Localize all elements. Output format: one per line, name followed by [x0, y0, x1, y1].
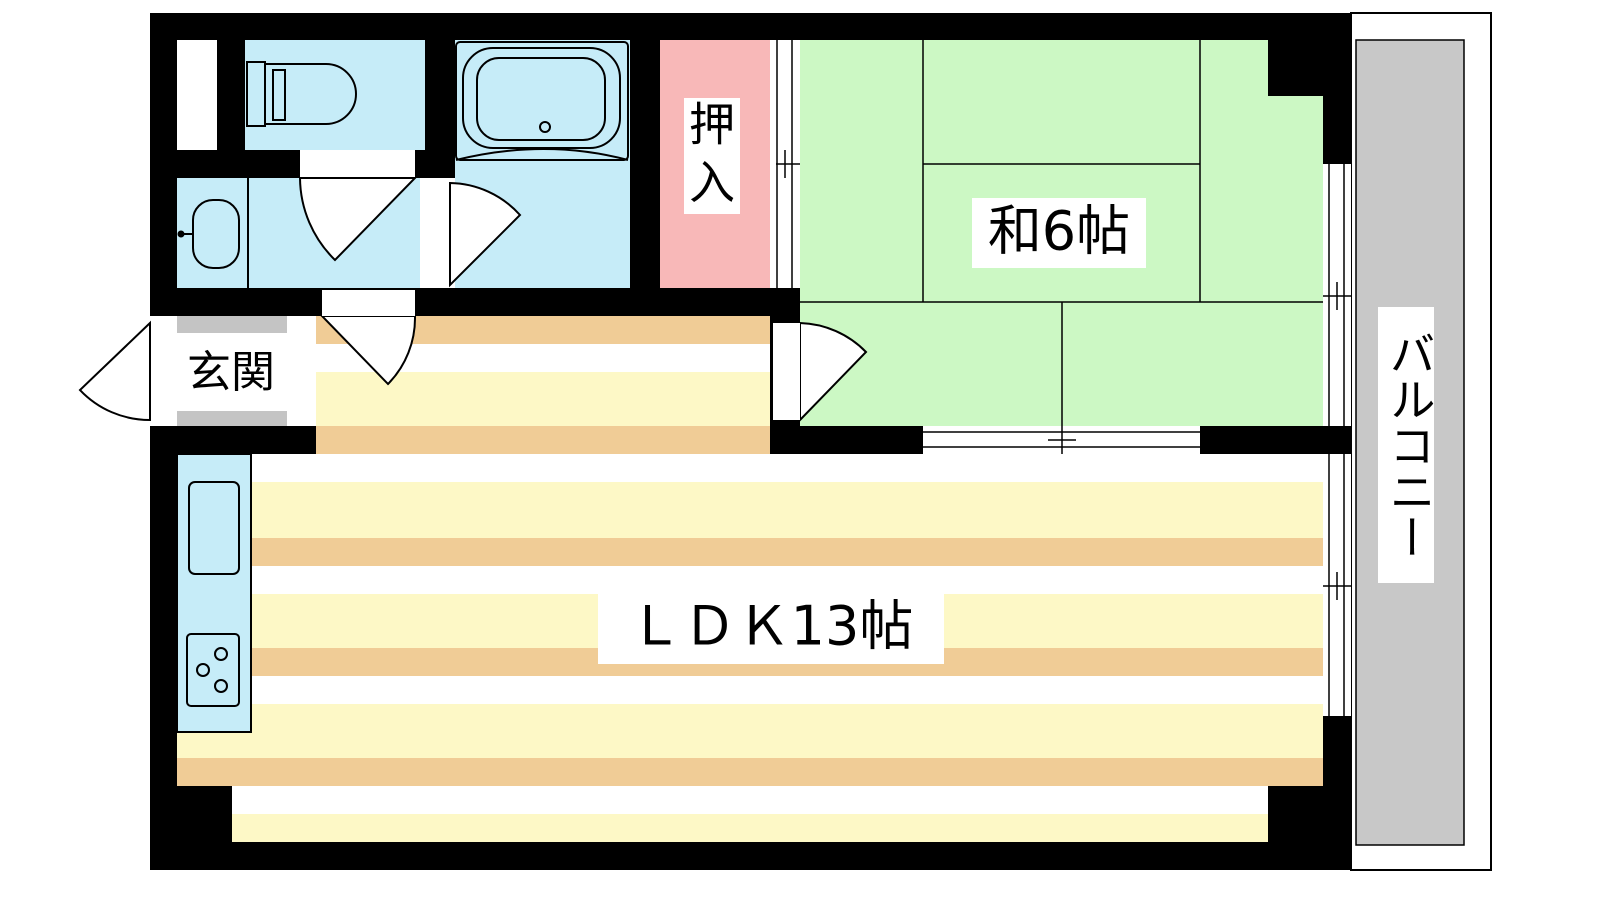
- ldk-label-text: ＬＤＫ13帖: [629, 595, 914, 658]
- genkan-label-text: 玄関: [187, 347, 275, 398]
- ldk-label: ＬＤＫ13帖: [598, 592, 944, 664]
- sliding-door-inner: [923, 426, 1200, 454]
- kitchen-counter: [176, 453, 252, 733]
- bathroom: [455, 40, 630, 288]
- kitchen-sink-icon: [188, 481, 240, 575]
- washroom-door: [319, 315, 417, 386]
- toilet-door: [298, 177, 418, 262]
- toilet-room: [245, 40, 425, 150]
- balcony-window-lower: [1323, 454, 1351, 716]
- oshiire-label: 押 入: [684, 98, 740, 214]
- washitsu-label-text: 和6帖: [988, 200, 1130, 263]
- genkan-label: 玄関: [187, 347, 275, 398]
- stove-icon: [186, 633, 240, 707]
- oshiire-label-line2: 入: [689, 156, 735, 210]
- sink-icon: [177, 199, 240, 269]
- storage-niche: [177, 40, 217, 150]
- genkan: [150, 316, 316, 426]
- bathtub-icon: [455, 41, 629, 161]
- oshiire-label-line1: 押: [689, 98, 735, 152]
- balcony-label: バルコニー: [1378, 307, 1437, 583]
- bathroom-door: [449, 181, 522, 288]
- tatami-lines: [800, 40, 1323, 426]
- japanese-room-door: [799, 321, 868, 423]
- balcony-window-upper: [1323, 164, 1351, 426]
- balcony: [1350, 12, 1492, 871]
- front-door: [78, 320, 151, 422]
- toilet-icon: [246, 61, 357, 127]
- balcony-label-text: バルコニー: [1383, 330, 1437, 560]
- doors: [78, 177, 868, 423]
- washitsu-label: 和6帖: [972, 198, 1146, 268]
